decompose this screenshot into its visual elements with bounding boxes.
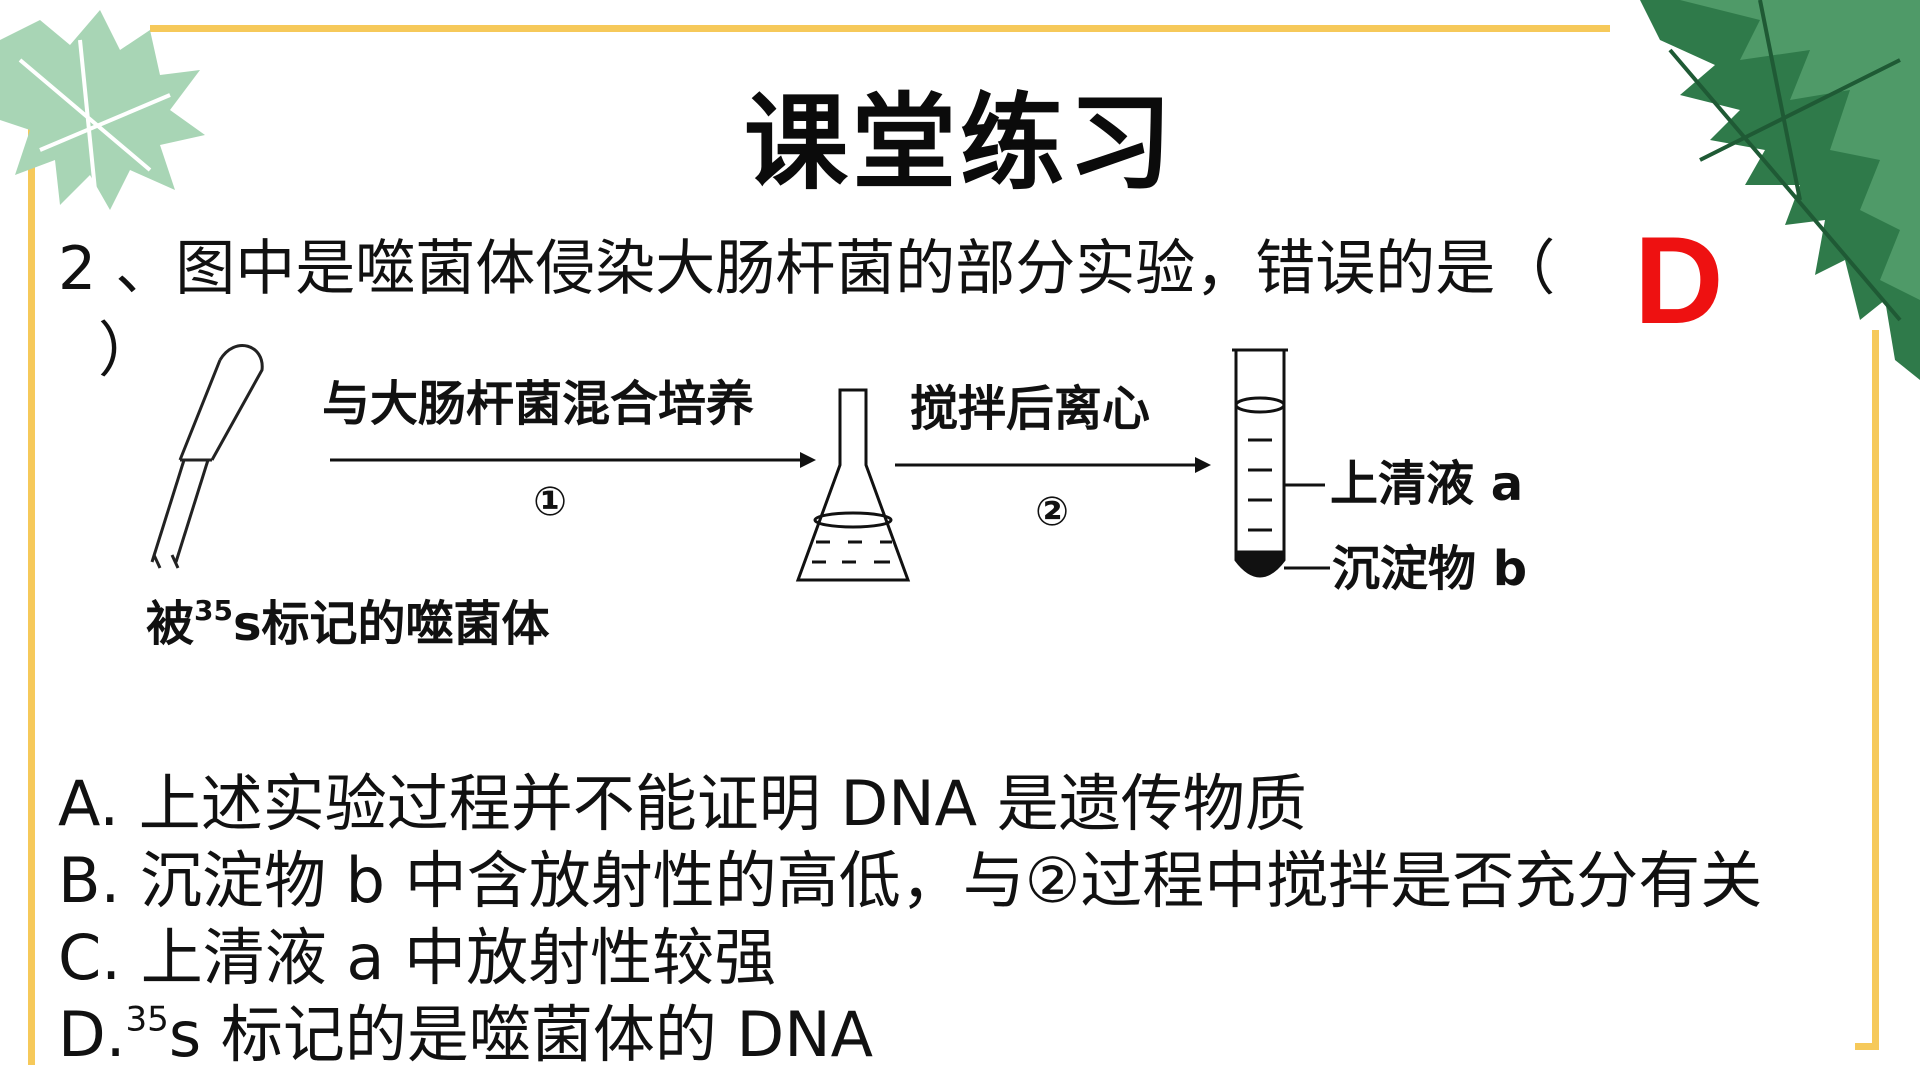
slide-title: 课堂练习 (743, 82, 1176, 204)
frame-bottom-right (1855, 1043, 1879, 1050)
leaf-top-right-icon (1640, 0, 1920, 380)
step1-number: ① (533, 479, 567, 525)
answer-letter: D (1634, 212, 1724, 350)
step1-label: 与大肠杆菌混合培养 (322, 376, 754, 432)
option-d: D.35s 标记的是噬菌体的 DNA (58, 998, 874, 1071)
frame-left (28, 100, 35, 1065)
flask-icon (795, 388, 911, 582)
question-stem: 2 、图中是噬菌体侵染大肠杆菌的部分实验，错误的是（ (58, 234, 1556, 304)
test-tube-icon (1232, 348, 1330, 578)
step2-number: ② (1035, 489, 1069, 535)
supernatant-label: 上清液 a (1330, 456, 1523, 512)
frame-right (1872, 330, 1879, 1050)
phage-label: 被35s标记的噬菌体 (146, 594, 550, 652)
option-b: B. 沉淀物 b 中含放射性的高低，与②过程中搅拌是否充分有关 (58, 844, 1763, 917)
option-a: A. 上述实验过程并不能证明 DNA 是遗传物质 (58, 767, 1307, 840)
arrow-2-icon (895, 457, 1211, 473)
experiment-diagram: 与大肠杆菌混合培养 ① 搅拌后离心 ② 上清液 a 沉淀物 b (146, 344, 1527, 652)
leaf-top-left-icon (0, 10, 205, 210)
pipette-icon (150, 344, 264, 569)
arrow-1-icon (330, 452, 816, 468)
precipitate-label: 沉淀物 b (1332, 541, 1527, 597)
question-text: 2 、图中是噬菌体侵染大肠杆菌的部分实验，错误的是（ ） (58, 228, 1648, 392)
question-close-paren: ） (98, 316, 158, 386)
step2-label: 搅拌后离心 (910, 381, 1150, 437)
frame-top (150, 25, 1610, 32)
option-c: C. 上清液 a 中放射性较强 (58, 921, 777, 994)
options-list: A. 上述实验过程并不能证明 DNA 是遗传物质 B. 沉淀物 b 中含放射性的… (58, 765, 1762, 1073)
